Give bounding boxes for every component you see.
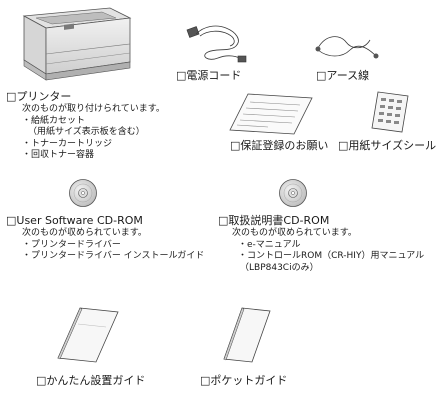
- user-software-cd-list-item: ・プリンタードライバー: [22, 239, 121, 250]
- power-cord-icon: [186, 22, 248, 64]
- user-software-cd-contents: 次のものが収められています。 ・プリンタードライバー ・プリンタードライバー イ…: [22, 228, 204, 263]
- cd-rom-icon: [68, 178, 98, 208]
- sticker-sheet-icon: [370, 90, 410, 134]
- pocket-guide-label: □ポケットガイド: [200, 374, 288, 387]
- manual-cd-desc: 次のものが収められています。: [232, 228, 357, 238]
- ground-wire-label: □アース線: [316, 69, 370, 82]
- booklet-icon: [54, 306, 120, 364]
- manual-cd-list-item: ・コントロールROM（CR-HIY）用マニュアル: [238, 251, 425, 261]
- warranty-card-icon: [228, 92, 314, 136]
- user-software-cd-desc: 次のものが収められています。: [22, 228, 147, 238]
- booklet-icon: [222, 306, 272, 364]
- power-cord-label: □電源コード: [176, 69, 242, 82]
- manual-cd-contents: 次のものが収められています。 ・e-マニュアル ・コントロールROM（CR-HI…: [232, 228, 424, 274]
- printer-icon: [6, 4, 136, 86]
- ground-wire-icon: [312, 28, 382, 64]
- printer-contents: 次のものが取り付けられています。 ・給紙カセット （用紙サイズ表示板を含む） ・…: [22, 104, 165, 162]
- printer-list-item: ・回収トナー容器: [22, 150, 95, 160]
- warranty-label: □保証登録のお願い: [230, 139, 329, 152]
- printer-list-item: （用紙サイズ表示板を含む）: [28, 127, 145, 137]
- manual-cd-list-item: （LBP843Ciのみ）: [240, 262, 319, 273]
- printer-label: □プリンター: [6, 90, 72, 103]
- user-software-cd-list-item: ・プリンタードライバー インストールガイド: [22, 251, 205, 261]
- user-software-cd-label: □User Software CD-ROM: [6, 214, 143, 227]
- printer-desc: 次のものが取り付けられています。: [22, 104, 165, 114]
- cd-rom-icon: [278, 178, 308, 208]
- manual-cd-list-item: ・e-マニュアル: [238, 239, 301, 250]
- paper-seal-label: □用紙サイズシール: [338, 139, 437, 152]
- setup-guide-label: □かんたん設置ガイド: [36, 374, 146, 387]
- printer-list-item: ・トナーカートリッジ: [22, 138, 113, 149]
- printer-list-item: ・給紙カセット: [22, 115, 86, 126]
- manual-cd-label: □取扱説明書CD-ROM: [218, 214, 330, 227]
